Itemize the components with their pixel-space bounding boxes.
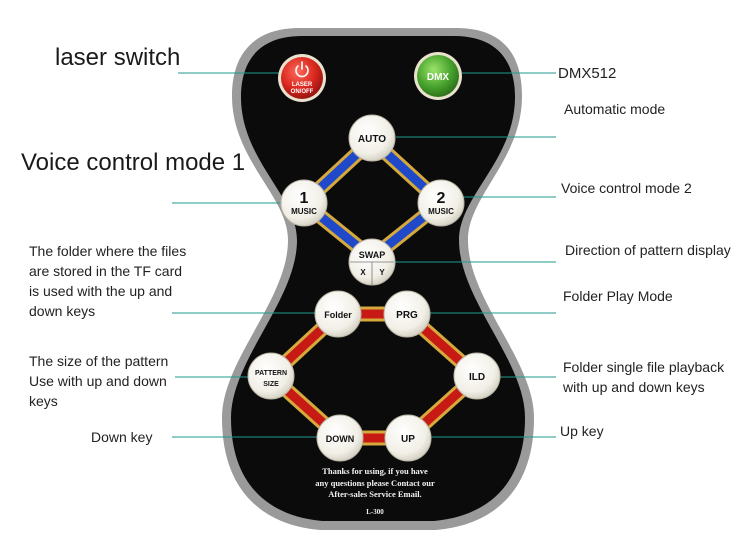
pattern-size-button[interactable]: PATTERN SIZE: [247, 352, 295, 400]
dmx-button-label: DMX: [427, 72, 450, 83]
footer-line-2: any questions please Contact our: [315, 478, 435, 488]
label-laser-switch: laser switch: [55, 44, 181, 71]
up-button[interactable]: UP: [384, 414, 432, 462]
laser-button-sublabel: ON/OFF: [291, 89, 314, 95]
label-dmx512: DMX512: [558, 65, 617, 82]
folder-button[interactable]: Folder: [314, 290, 362, 338]
swap-y-label: Y: [379, 268, 385, 277]
label-folder-play-mode: Folder Play Mode: [563, 288, 673, 304]
power-icon: [295, 61, 309, 78]
laser-button[interactable]: LASER ON/OFF: [278, 54, 326, 102]
ild-button[interactable]: ILD: [453, 352, 501, 400]
label-down-key: Down key: [91, 429, 153, 445]
pattern-size-label: PATTERN: [255, 370, 287, 377]
auto-button-label: AUTO: [358, 134, 386, 145]
music-2-button[interactable]: 2 MUSIC: [417, 179, 465, 227]
folder-button-label: Folder: [324, 310, 352, 320]
music-2-number: 2: [437, 190, 446, 207]
label-direction: Direction of pattern display: [565, 242, 731, 258]
up-button-label: UP: [401, 434, 415, 445]
label-automatic-mode: Automatic mode: [564, 101, 666, 117]
prg-button-label: PRG: [396, 310, 418, 321]
model-label: L-300: [366, 508, 384, 516]
label-up-key: Up key: [560, 423, 604, 439]
leader-lines: [172, 72, 556, 438]
remote-footer: Thanks for using, if you have any questi…: [315, 466, 435, 516]
label-pattern-size-description: The size of the pattern Use with up and …: [29, 353, 169, 409]
prg-button[interactable]: PRG: [383, 290, 431, 338]
down-button-label: DOWN: [326, 434, 355, 444]
dmx-button[interactable]: DMX: [414, 52, 462, 100]
label-folder-description: The folder where the files are stored in…: [29, 243, 187, 319]
laser-button-label: LASER: [292, 82, 313, 88]
label-folder-single: Folder single file playback with up and …: [563, 359, 725, 395]
swap-button[interactable]: SWAP X Y: [348, 238, 396, 286]
music-1-number: 1: [300, 190, 309, 207]
music-1-label: MUSIC: [291, 207, 317, 216]
footer-line-3: After-sales Service Email.: [328, 489, 421, 499]
footer-line-1: Thanks for using, if you have: [322, 466, 428, 476]
swap-x-label: X: [360, 268, 366, 277]
ild-button-label: ILD: [469, 372, 485, 383]
auto-button[interactable]: AUTO: [348, 114, 396, 162]
pattern-size-sublabel: SIZE: [263, 381, 279, 388]
label-voice-mode-1: Voice control mode 1: [21, 149, 246, 176]
swap-button-label: SWAP: [359, 250, 386, 260]
down-button[interactable]: DOWN: [316, 414, 364, 462]
label-voice-mode-2: Voice control mode 2: [561, 180, 692, 196]
music-1-button[interactable]: 1 MUSIC: [280, 179, 328, 227]
music-2-label: MUSIC: [428, 207, 454, 216]
